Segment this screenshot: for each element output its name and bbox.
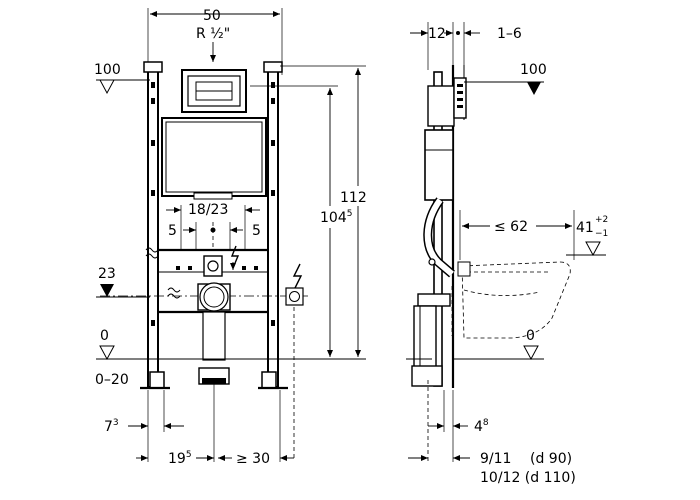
bowl-tol-plus-label: +2 <box>595 215 608 225</box>
spacing-label: 18/23 <box>188 202 228 218</box>
bowl-height-label: 41 <box>576 220 594 236</box>
depth-12-label: 12 <box>428 26 446 42</box>
level-top-label: 100 <box>94 62 121 78</box>
level-mid-label: 23 <box>98 266 116 282</box>
side-level-floor-label: 0 <box>526 328 535 344</box>
bowl-tol-minus-label: −1 <box>595 229 608 239</box>
side-level-top-label: 100 <box>520 62 547 78</box>
foot-depth-label: 73 <box>104 418 119 435</box>
pipe-1-label: 9/11 <box>480 451 511 467</box>
height-inner-label: 1045 <box>320 209 352 226</box>
depth-range-label: 1–6 <box>497 26 522 42</box>
front-view: 50 R ½" <box>94 8 372 467</box>
pipe-2-label: 10/12 (d 110) <box>480 470 576 486</box>
offset-left-label: 5 <box>168 223 177 239</box>
side-view: 12 1–6 100 <box>406 22 608 486</box>
projection-label: ≤ 62 <box>494 219 528 235</box>
floor-range-label: 0–20 <box>95 372 129 388</box>
level-floor-label: 0 <box>100 328 109 344</box>
wall-offset-label: 48 <box>474 418 489 435</box>
height-top-label: 112 <box>340 190 367 206</box>
pipe-1-note-label: (d 90) <box>530 451 572 467</box>
offset-right-label: 5 <box>252 223 261 239</box>
foot-offset-label: 195 <box>168 450 192 467</box>
width-label: 50 <box>203 8 221 24</box>
connection-label: R ½" <box>196 26 230 42</box>
side-clearance-label: ≥ 30 <box>236 451 270 467</box>
